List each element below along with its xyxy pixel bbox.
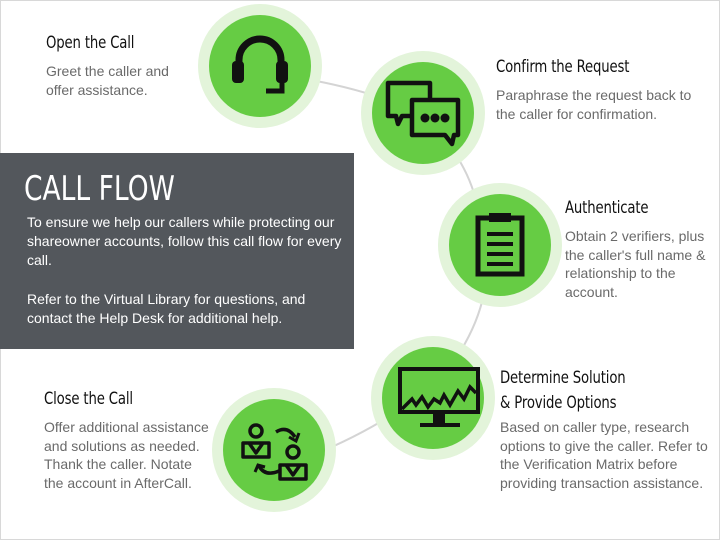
step-confirm-circle bbox=[361, 51, 485, 175]
step-authenticate: Authenticate Obtain 2 verifiers, plus th… bbox=[565, 198, 715, 301]
step-text: Paraphrase the request back to the calle… bbox=[496, 87, 692, 122]
panel-title: CALL FLOW bbox=[24, 169, 175, 209]
people-exchange-icon bbox=[241, 423, 308, 481]
step-determine-circle bbox=[371, 336, 495, 460]
step-authenticate-circle bbox=[438, 183, 562, 307]
step-open: Open the Call Greet the caller and offer… bbox=[46, 33, 196, 99]
step-confirm: Confirm the Request Paraphrase the reque… bbox=[496, 57, 711, 123]
monitor-chart-icon bbox=[398, 367, 480, 427]
call-flow-panel: CALL FLOW To ensure we help our callers … bbox=[0, 153, 354, 349]
step-open-circle bbox=[198, 4, 322, 128]
panel-note: Refer to the Virtual Library for questio… bbox=[27, 291, 306, 326]
step-close: Close the Call Offer additional assistan… bbox=[44, 389, 214, 492]
step-title: Authenticate bbox=[565, 198, 649, 218]
step-text: Greet the caller and offer assistance. bbox=[46, 63, 169, 98]
step-text: Obtain 2 verifiers, plus the caller's fu… bbox=[565, 228, 706, 300]
chat-bubbles-icon bbox=[385, 80, 461, 147]
step-title: Confirm the Request bbox=[496, 57, 630, 77]
step-determine: Determine Solution & Provide Options Bas… bbox=[500, 366, 715, 492]
step-text: Based on caller type, research options t… bbox=[500, 419, 708, 491]
step-title: Close the Call bbox=[44, 389, 133, 409]
clipboard-icon bbox=[475, 213, 525, 277]
step-title: Open the Call bbox=[46, 33, 135, 53]
step-title: Determine Solution & Provide Options bbox=[500, 368, 626, 413]
panel-intro: To ensure we help our callers while prot… bbox=[27, 214, 342, 268]
step-close-circle bbox=[212, 388, 336, 512]
headset-icon bbox=[232, 35, 288, 94]
step-text: Offer additional assistance and solution… bbox=[44, 419, 209, 491]
